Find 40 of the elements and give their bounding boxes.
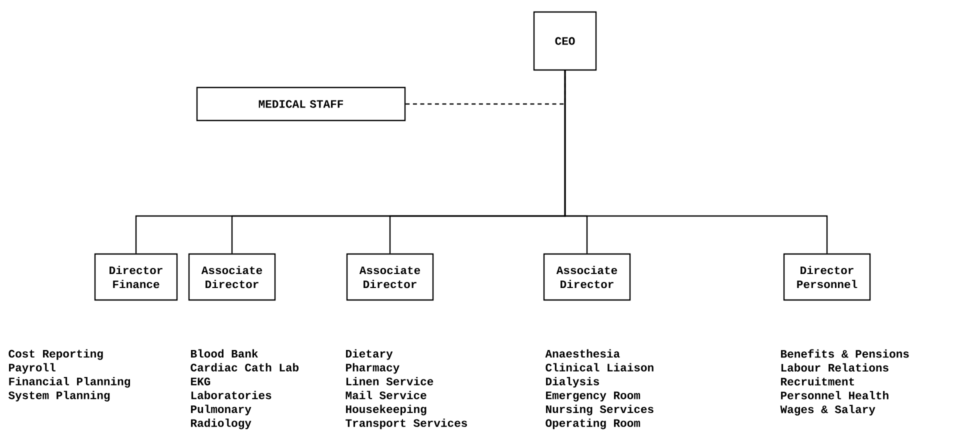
node-label: Emergency Room	[546, 392, 640, 402]
node-label: Pharmacy	[346, 363, 400, 374]
node-label: Personnel Health	[781, 391, 888, 400]
department-list: Benefits & Pensions Labour Relations Recruitment Personnel Health Wages & Salary	[780, 349, 909, 416]
org-box: MEDICAL STAFF	[196, 86, 406, 122]
node-label: Cost Reporting	[8, 349, 103, 360]
node-label: Benefits & Pensions	[781, 349, 909, 358]
node-label: Financial Planning	[9, 377, 130, 388]
node-label: Operating Room	[546, 418, 640, 430]
node-label: Anaesthesia	[545, 349, 620, 358]
node-label: Dialysis	[546, 377, 599, 388]
node-label: Nursing Services	[546, 404, 654, 416]
node-label: Laboratories	[191, 390, 272, 400]
node-label: Clinical Liaison	[546, 363, 654, 372]
department-list: Dietary Pharmacy Linen Service Mail Service Housekeeping Transport Services	[346, 349, 467, 430]
node-label: Radiology	[191, 418, 252, 430]
department-list: Cost Reporting Payroll Financial Planning System Planning	[8, 349, 130, 402]
node-label: Dietary	[346, 349, 393, 360]
org-box: Associate Director	[188, 253, 276, 301]
org-box: CEO	[533, 11, 597, 71]
node-label: Blood Bank	[191, 349, 258, 358]
org-box: Director Personnel	[783, 253, 871, 301]
node-label: Transport Services	[346, 418, 467, 430]
department-list: Anaesthesia Clinical Liaison Dialysis Emergency Room Nursing Services Operating Room	[545, 349, 654, 430]
node-label: Mail Service	[346, 390, 426, 400]
node-label: Linen Service	[346, 377, 434, 386]
node-label: Labour Relations	[781, 363, 888, 372]
org-box: Associate Director	[346, 253, 434, 301]
department-list: Blood Bank Cardiac Cath Lab EKG Laboratories Pulmonary Radiology	[190, 349, 299, 430]
node-label: Housekeeping	[346, 404, 426, 416]
node-label: Pulmonary	[191, 404, 252, 416]
node-label: System Planning	[8, 390, 110, 402]
node-label: Cardiac Cath Lab	[190, 363, 299, 372]
org-box: Director Finance	[94, 253, 178, 301]
node-label: Recruitment	[781, 377, 854, 386]
node-label: Payroll	[9, 363, 56, 374]
connector-line	[564, 70, 828, 254]
node-label: Wages & Salary	[780, 404, 876, 416]
org-box: Associate Director	[543, 253, 631, 301]
node-label: EKG	[191, 378, 210, 386]
